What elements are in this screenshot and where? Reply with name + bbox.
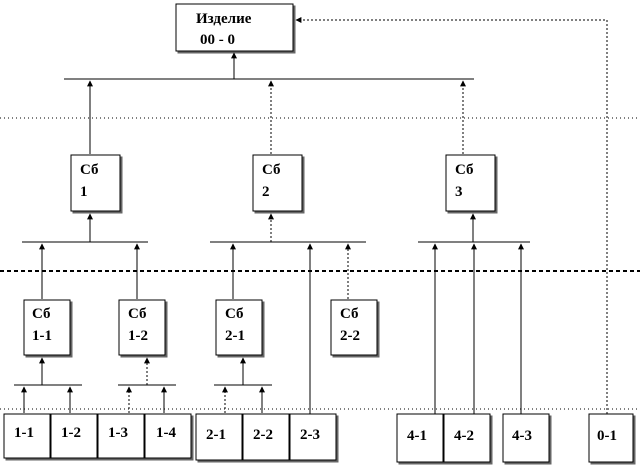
subassembly-node-1-1: Сб 1-1 xyxy=(23,299,71,356)
part-node: 1-2 xyxy=(50,413,98,459)
part-label: 2-2 xyxy=(253,427,273,443)
assembly-label-line1: Сб xyxy=(80,162,99,178)
part-node: 0-1 xyxy=(588,413,634,463)
assembly-box xyxy=(252,154,303,212)
product-box xyxy=(175,3,294,52)
part-box xyxy=(289,413,337,461)
subassembly-label-line2: 2-1 xyxy=(225,328,245,344)
subassembly-label-line2: 1-1 xyxy=(32,328,52,344)
part-label: 1-4 xyxy=(156,425,176,441)
part-box xyxy=(396,413,444,463)
part-label: 2-3 xyxy=(300,427,320,443)
part-node: 2-3 xyxy=(289,413,337,461)
part-label: 1-2 xyxy=(61,425,81,441)
part-node: 1-3 xyxy=(97,413,145,459)
part-label: 1-3 xyxy=(108,425,128,441)
level-separators xyxy=(0,117,640,410)
part-box xyxy=(242,413,290,461)
part-node: 4-2 xyxy=(443,413,491,463)
product-label-line1: Изделие xyxy=(196,11,252,27)
part-box xyxy=(3,413,51,459)
part-label: 4-2 xyxy=(454,428,474,444)
part-label: 4-3 xyxy=(512,428,532,444)
part-node: 1-1 xyxy=(3,413,51,459)
subassembly-node-2-1: Сб 2-1 xyxy=(215,299,263,356)
part-label: 4-1 xyxy=(407,428,427,444)
part-node: 2-2 xyxy=(242,413,290,461)
part-node: 4-3 xyxy=(502,413,550,463)
subassembly-label-line2: 2-2 xyxy=(340,328,360,344)
assembly-label-line2: 2 xyxy=(262,184,270,200)
subassembly-label-line1: Сб xyxy=(225,306,244,322)
assembly-label-line2: 3 xyxy=(455,184,463,200)
subassembly-label-line1: Сб xyxy=(32,306,51,322)
assembly-node-2: Сб 2 xyxy=(252,154,303,212)
part-box xyxy=(195,413,243,461)
part-node: 4-1 xyxy=(396,413,444,463)
part-node: 1-4 xyxy=(144,413,192,459)
subassembly-label-line2: 1-2 xyxy=(128,328,148,344)
part-box xyxy=(97,413,145,459)
subassembly-box xyxy=(118,299,166,356)
subassembly-box xyxy=(23,299,71,356)
part-node: 2-1 xyxy=(195,413,243,461)
part-box xyxy=(50,413,98,459)
part-box xyxy=(588,413,634,463)
part-box xyxy=(144,413,192,459)
assembly-box xyxy=(445,154,496,212)
assembly-node-3: Сб 3 xyxy=(445,154,496,212)
connector xyxy=(295,17,608,414)
assembly-label-line1: Сб xyxy=(262,162,281,178)
product-label-line2: 00 - 0 xyxy=(200,32,235,48)
assembly-node-1: Сб 1 xyxy=(70,154,121,212)
assembly-label-line1: Сб xyxy=(455,162,474,178)
part-label: 2-1 xyxy=(206,427,226,443)
subassembly-node-2-2: Сб 2-2 xyxy=(330,299,378,356)
part-label: 0-1 xyxy=(597,428,617,444)
subassembly-box xyxy=(215,299,263,356)
subassembly-node-1-2: Сб 1-2 xyxy=(118,299,166,356)
part-row: 1-1 1-2 1-3 1-4 2-1 2-2 2-3 4-1 xyxy=(3,413,634,463)
part-box xyxy=(502,413,550,463)
product-node: Изделие 00 - 0 xyxy=(175,3,294,52)
assembly-label-line2: 1 xyxy=(80,184,88,200)
subassembly-label-line1: Сб xyxy=(128,306,147,322)
subassembly-box xyxy=(330,299,378,356)
assembly-box xyxy=(70,154,121,212)
part-box xyxy=(443,413,491,463)
subassembly-label-line1: Сб xyxy=(340,306,359,322)
part-label: 1-1 xyxy=(14,425,34,441)
